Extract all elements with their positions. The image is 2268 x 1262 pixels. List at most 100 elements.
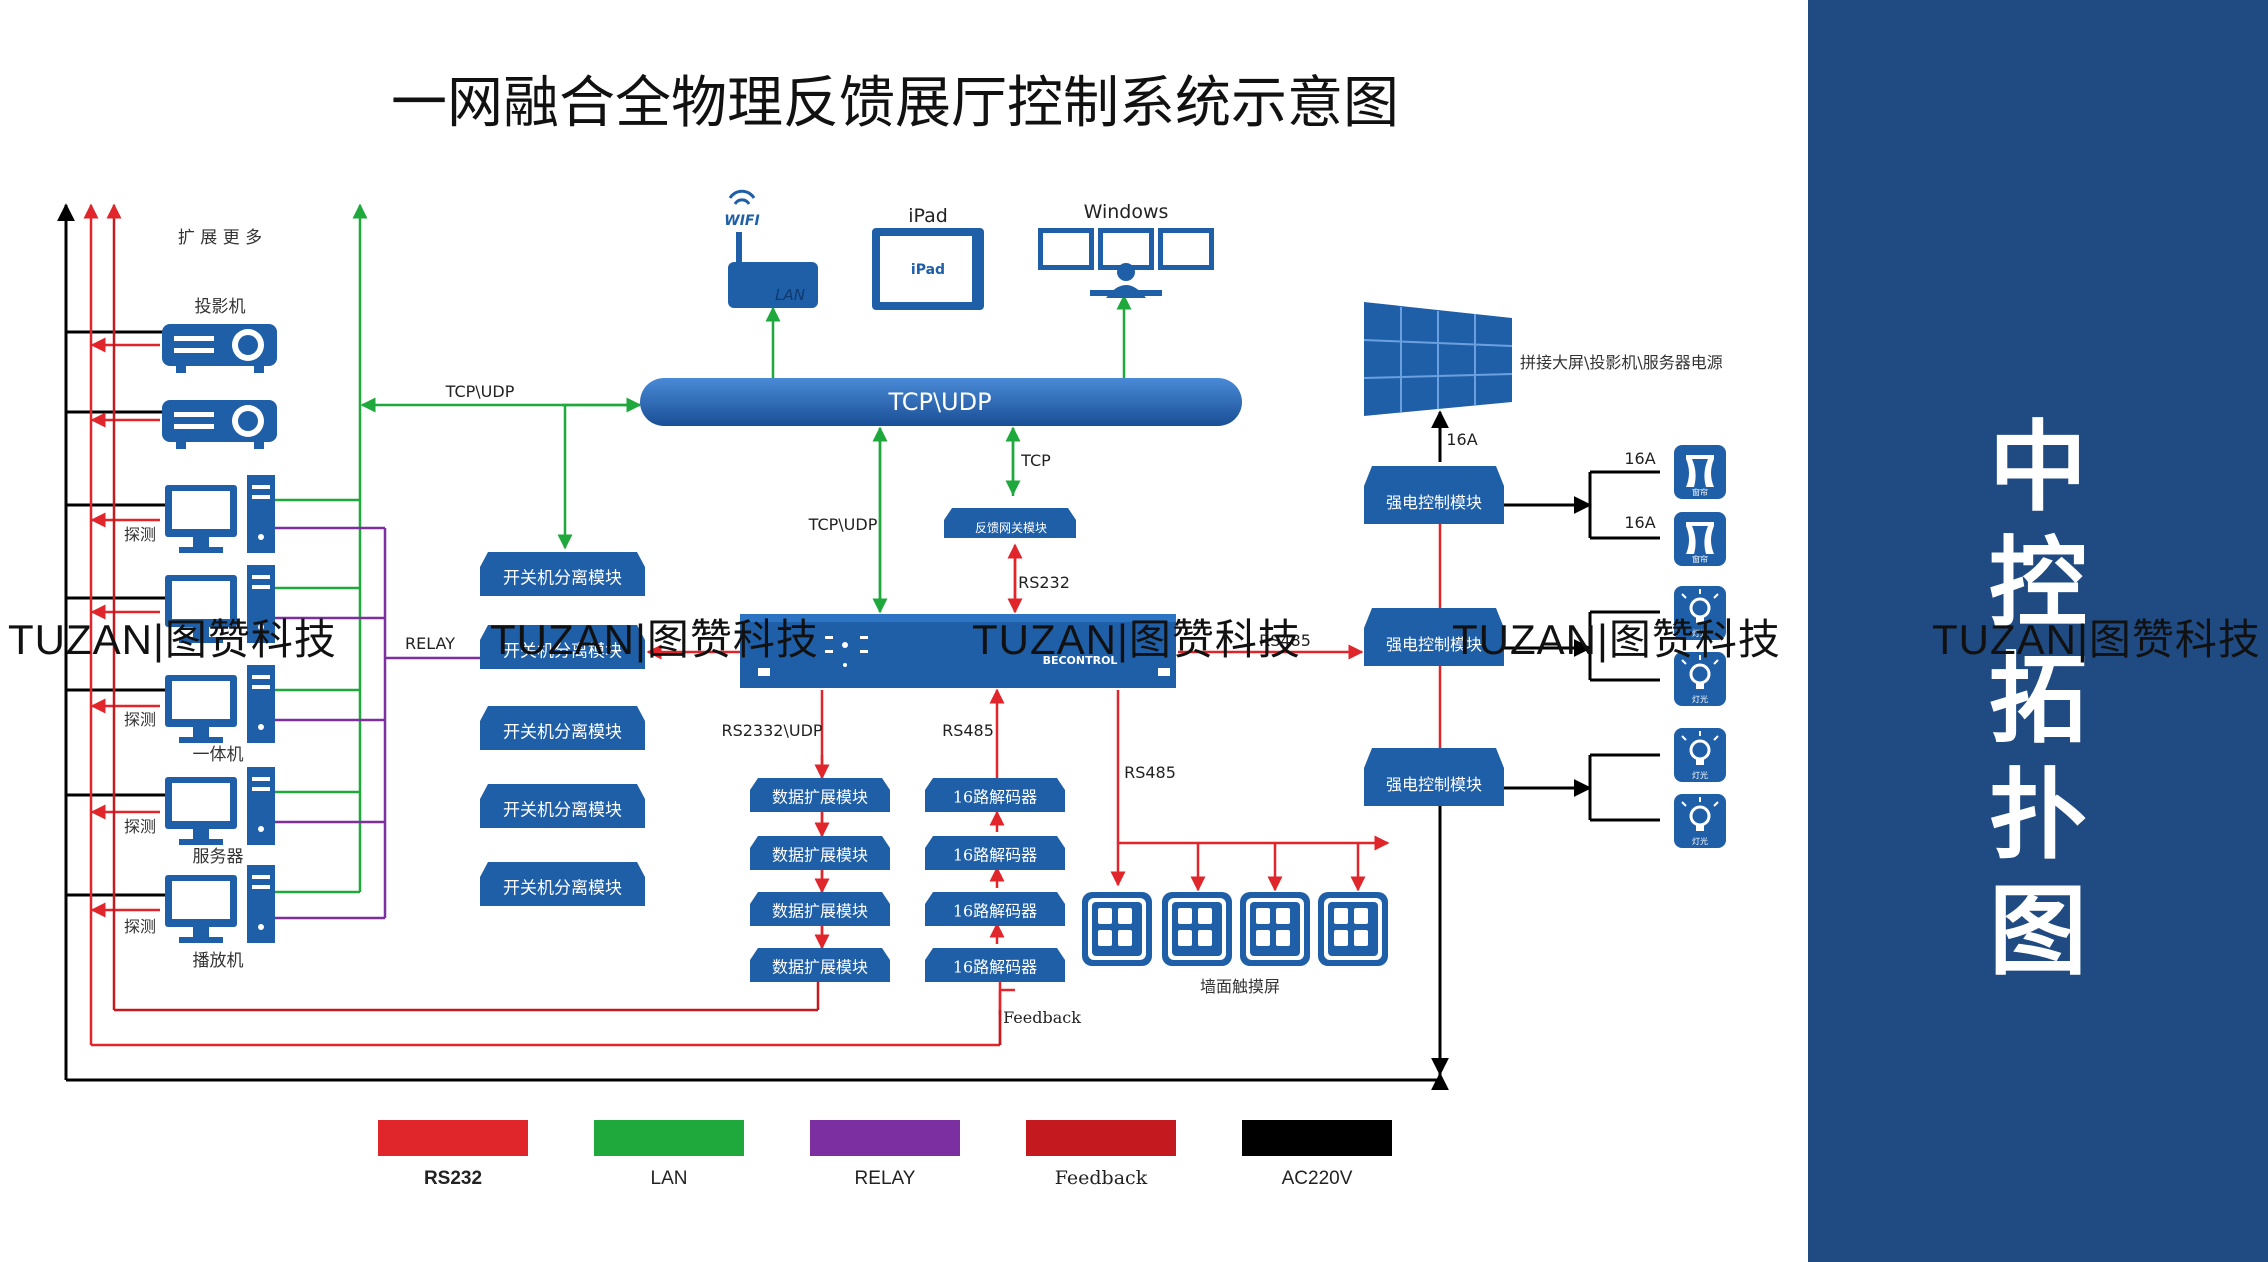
power-module-1-label: 强电控制模块 (1386, 493, 1482, 512)
ipad-screen-label: iPad (911, 262, 945, 278)
data-module-1: 数据扩展模块 (750, 778, 890, 812)
data-module-2-label: 数据扩展模块 (772, 845, 868, 864)
windows-workstations (1038, 228, 1214, 298)
ipad-label: iPad (908, 205, 948, 227)
all-in-one-label: 一体机 (193, 745, 244, 765)
amp-16a-1: 16A (1624, 449, 1655, 468)
legend-item-5: AC220V (1242, 1120, 1392, 1189)
legend-label-4: Feedback (1055, 1167, 1148, 1189)
probe-label-1: 探测 (124, 525, 156, 544)
rs485-right-label: RS485 (1259, 631, 1311, 650)
data-module-3-label: 数据扩展模块 (772, 901, 868, 920)
decoder-4: 16路解码器 (925, 948, 1065, 982)
legend-item-1: RS232 (378, 1120, 528, 1189)
curtain-icon-2: 窗帘 (1674, 512, 1726, 566)
rs485-mid-label: RS485 (942, 721, 994, 740)
data-module-4: 数据扩展模块 (750, 948, 890, 982)
lan-lines (260, 203, 1132, 894)
feedback-gateway-label: 反馈网关模块 (975, 521, 1047, 535)
power-module-2-label: 强电控制模块 (1386, 635, 1482, 654)
computer-2 (165, 565, 275, 643)
ipad-device: iPad (872, 228, 984, 310)
player-label: 播放机 (193, 951, 244, 971)
side-title: 中 控 拓 扑 图 (1808, 410, 2268, 990)
side-title-char-4: 扑 (1988, 759, 2087, 873)
central-controller: BECONTROL (740, 614, 1176, 688)
light-icon-3: 灯光 (1674, 728, 1726, 782)
side-title-char-3: 拓 (1988, 643, 2087, 757)
data-module-2: 数据扩展模块 (750, 836, 890, 870)
switch-module-3-label: 开关机分离模块 (503, 723, 622, 743)
switch-module-2-label: 开关机分离模块 (503, 642, 622, 662)
light-icon-4: 灯光 (1674, 794, 1726, 848)
relay-label: RELAY (405, 634, 455, 653)
legend-item-2: LAN (594, 1120, 744, 1189)
probe-label-4: 探测 (124, 917, 156, 936)
tcpudp-center-label: TCP\UDP (808, 515, 878, 534)
wall-touch-panels (1082, 892, 1388, 966)
probe-label-3: 探测 (124, 817, 156, 836)
switch-module-3: 开关机分离模块 (480, 706, 645, 750)
ac220v-lines (57, 203, 1660, 1091)
server-label: 服务器 (193, 847, 244, 867)
switch-module-5: 开关机分离模块 (480, 862, 645, 906)
legend-label-3: RELAY (855, 1168, 916, 1189)
switch-module-4: 开关机分离模块 (480, 784, 645, 828)
computer-1 (165, 475, 275, 553)
curtain-icon-label-1: 窗帘 (1692, 487, 1708, 497)
legend-swatch-4 (1026, 1120, 1176, 1156)
watermark-4: TUZAN|图赞科技 (1452, 616, 1781, 663)
projector-label: 投影机 (195, 297, 246, 317)
expand-more-label: 扩 展 更 多 (178, 228, 262, 248)
light-icon-2: 灯光 (1674, 652, 1726, 706)
touch-panel-label: 墙面触摸屏 (1200, 977, 1280, 996)
decoder-1-label: 16路解码器 (953, 787, 1037, 806)
relay-lines (260, 526, 480, 920)
diagram-title: 一网融合全物理反馈展厅控制系统示意图 (391, 71, 1399, 136)
power-module-1: 强电控制模块 (1364, 466, 1504, 524)
rs2332udp-label: RS2332\UDP (721, 721, 822, 740)
all-in-one-computer (165, 665, 275, 743)
legend-item-4: Feedback (1026, 1120, 1176, 1189)
switch-module-4-label: 开关机分离模块 (503, 801, 622, 821)
switch-module-1: 开关机分离模块 (480, 552, 645, 596)
rs232-lines (83, 203, 1442, 1047)
side-panel: 中 控 拓 扑 图 (1808, 0, 2268, 1262)
topology-diagram: 一网融合全物理反馈展厅控制系统示意图 (57, 71, 1726, 1189)
watermark-3: TUZAN|图赞科技 (972, 616, 1301, 663)
probe-label-2: 探测 (124, 710, 156, 729)
server-computer (165, 767, 275, 845)
legend-label-5: AC220V (1282, 1168, 1353, 1189)
video-wall-label: 拼接大屏\投影机\服务器电源 (1520, 353, 1723, 372)
touch-panel-4 (1318, 892, 1388, 966)
decoder-3: 16路解码器 (925, 892, 1065, 926)
side-title-char-2: 控 (1988, 527, 2087, 641)
light-icon-label-4: 灯光 (1692, 836, 1708, 846)
controller-brand: BECONTROL (1043, 654, 1118, 667)
watermark-1: TUZAN|图赞科技 (8, 616, 337, 663)
feedback-link-label: Feedback (1003, 1008, 1081, 1027)
switch-module-2: 开关机分离模块 (480, 625, 645, 669)
switch-module-5-label: 开关机分离模块 (503, 879, 622, 899)
lan-device-label: LAN (775, 286, 805, 304)
legend-label-2: LAN (651, 1168, 688, 1189)
touch-panel-2 (1162, 892, 1232, 966)
light-icon-1: 灯光 (1674, 586, 1726, 640)
light-icon-label-2: 灯光 (1692, 694, 1708, 704)
decoder-2: 16路解码器 (925, 836, 1065, 870)
windows-label: Windows (1084, 201, 1169, 223)
decoder-4-label: 16路解码器 (953, 957, 1037, 976)
data-module-3: 数据扩展模块 (750, 892, 890, 926)
tcpudp-left-label: TCP\UDP (445, 382, 515, 401)
curtain-icon-label-2: 窗帘 (1692, 554, 1708, 564)
rs485-low-label: RS485 (1124, 763, 1176, 782)
watermark-2: TUZAN|图赞科技 (490, 616, 819, 663)
data-module-1-label: 数据扩展模块 (772, 787, 868, 806)
touch-panel-1 (1082, 892, 1152, 966)
feedback-gateway-module: 反馈网关模块 (944, 508, 1076, 538)
